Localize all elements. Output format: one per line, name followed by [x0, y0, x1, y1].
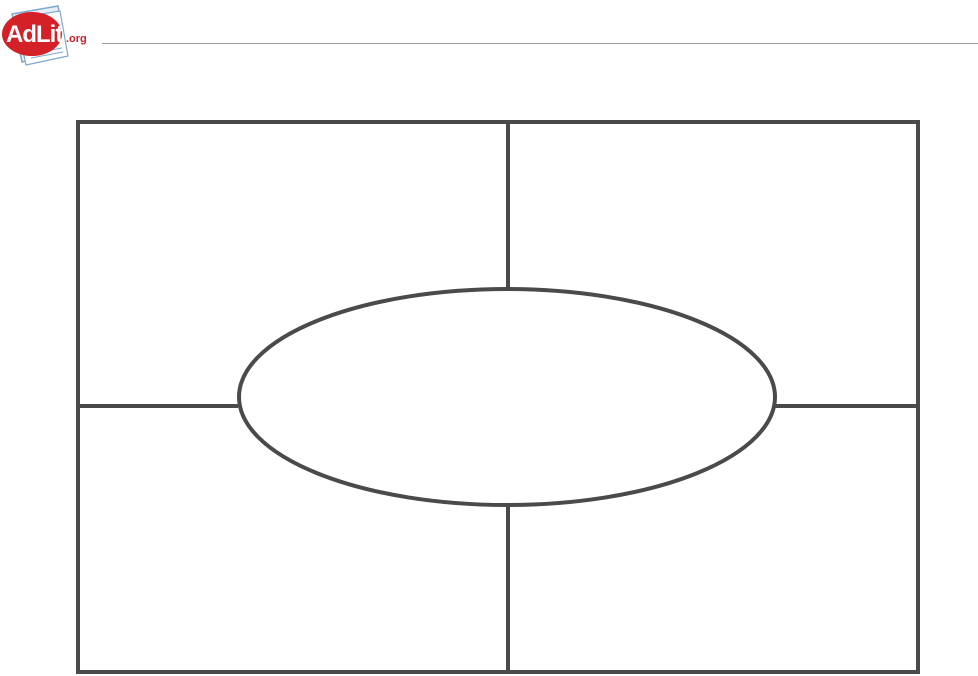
organizer-frame	[76, 120, 920, 674]
center-oval[interactable]	[237, 287, 777, 507]
logo-text-main: AdLit	[6, 21, 63, 48]
page-header: AdLit .org	[0, 0, 978, 70]
header-divider	[102, 43, 978, 44]
adlit-logo: AdLit .org	[2, 5, 87, 66]
logo-text-suffix: .org	[66, 33, 87, 45]
logo-badge	[2, 12, 62, 56]
